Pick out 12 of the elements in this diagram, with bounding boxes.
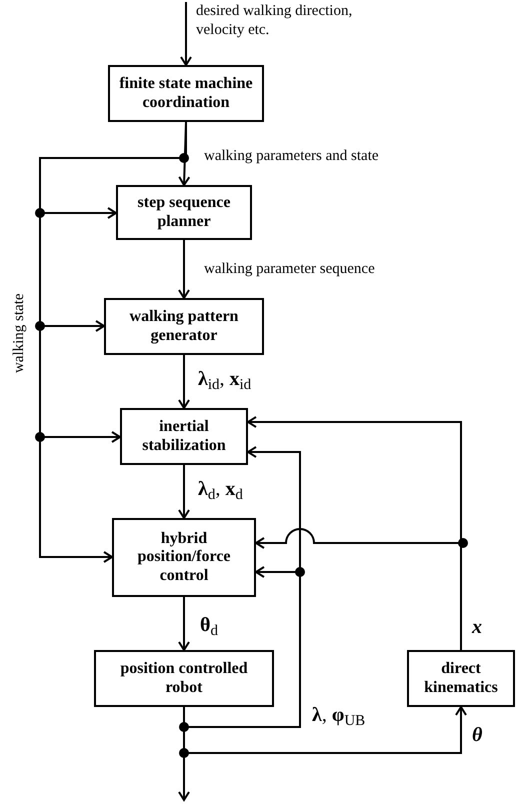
- process-box: position controlled robot: [94, 650, 274, 707]
- process-box: direct kinematics: [407, 650, 515, 707]
- arrow: [178, 465, 190, 519]
- process-box: inertial stabilization: [120, 408, 248, 465]
- process-box: finite state machine coordination: [108, 65, 264, 122]
- process-box: hybrid position/force control: [112, 518, 256, 597]
- arrow: [180, 2, 192, 66]
- process-box: walking pattern generator: [104, 298, 264, 355]
- arrow: [178, 240, 190, 299]
- arrow: [178, 597, 190, 651]
- arrow: [178, 355, 190, 409]
- process-box: step sequence planner: [116, 185, 252, 240]
